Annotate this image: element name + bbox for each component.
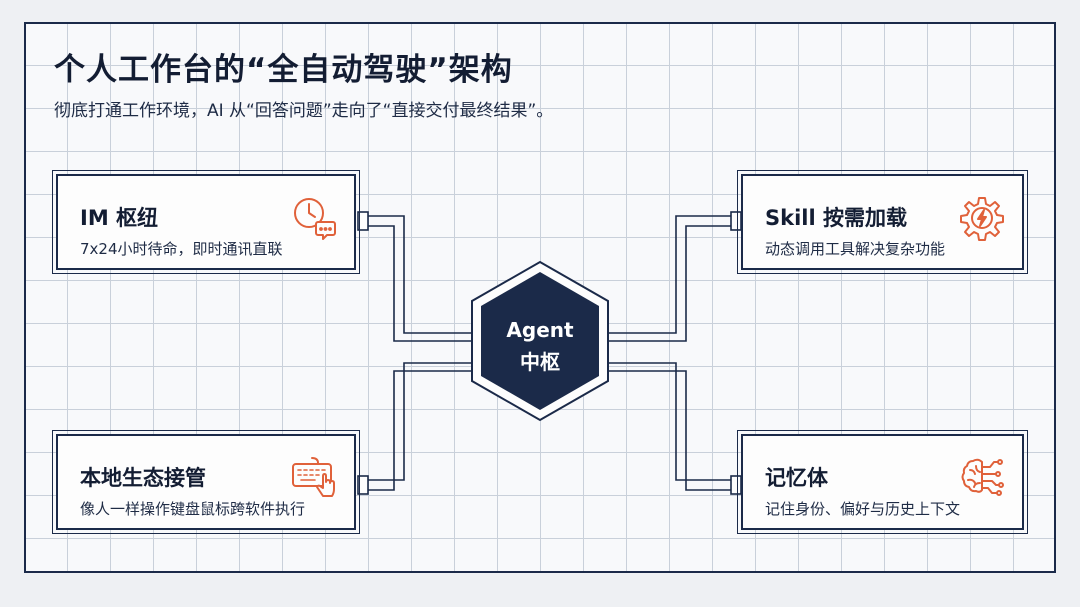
card-description: 记住身份、偏好与历史上下文: [765, 500, 961, 518]
connector-local-hub: [366, 362, 476, 491]
card-title: 记忆体: [765, 466, 828, 490]
card-skill: Skill 按需加载 动态调用工具解决复杂功能: [737, 170, 1028, 274]
plug-skill: [730, 211, 742, 231]
plug-memory: [730, 475, 742, 495]
hub-hexagon: [481, 272, 599, 410]
connector-skill-hub: [604, 215, 734, 342]
card-title: Skill 按需加载: [765, 206, 907, 230]
card-memory: 记忆体 记住身份、偏好与历史上下文: [737, 430, 1028, 534]
connector-memory-hub: [604, 362, 734, 491]
card-title: 本地生态接管: [80, 466, 206, 490]
plug-local: [357, 475, 369, 495]
connector-im-hub: [366, 215, 476, 342]
card-description: 7x24小时待命，即时通讯直联: [80, 240, 283, 258]
page-subtitle: 彻底打通工作环境，AI 从“回答问题”走向了“直接交付最终结果”。: [54, 101, 554, 121]
clock-chat-icon: [294, 198, 336, 240]
page-title: 个人工作台的“全自动驾驶”架构: [54, 52, 513, 88]
card-title: IM 枢纽: [80, 206, 159, 230]
card-im-hub: IM 枢纽 7x24小时待命，即时通讯直联: [52, 170, 360, 274]
card-description: 像人一样操作键盘鼠标跨软件执行: [80, 500, 306, 518]
hub-label-line2: 中枢: [520, 350, 560, 374]
keyboard-hand-icon: [292, 457, 335, 497]
card-description: 动态调用工具解决复杂功能: [765, 240, 946, 258]
hub-label-line1: Agent: [506, 318, 574, 342]
card-local-ecosystem: 本地生态接管 像人一样操作键盘鼠标跨软件执行: [52, 430, 360, 534]
brain-circuit-icon: [961, 458, 1004, 496]
gear-bolt-icon: [960, 197, 1004, 241]
plug-im: [357, 211, 369, 231]
